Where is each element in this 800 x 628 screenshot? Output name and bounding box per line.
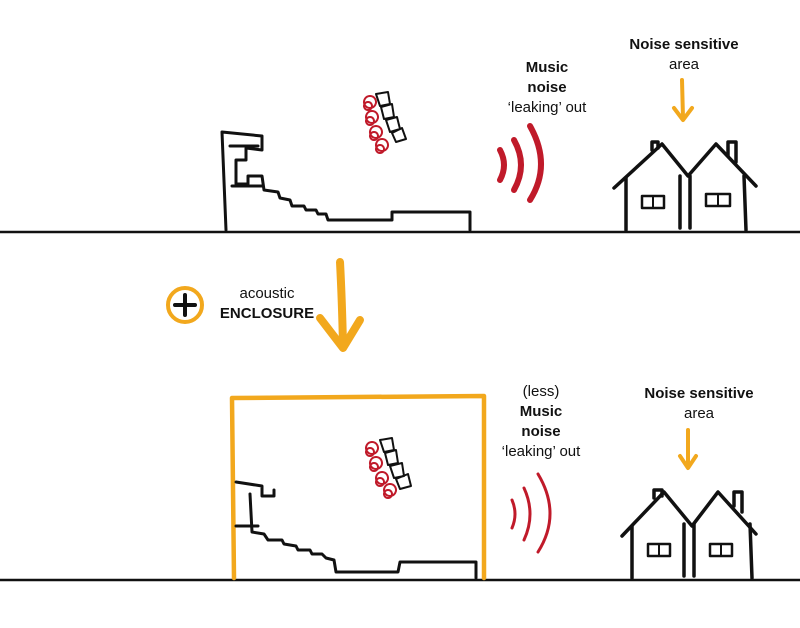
music-noise-label-top: Music noise ‘leaking’ out <box>492 58 602 118</box>
leaking-out-text: ‘leaking’ out <box>507 99 587 116</box>
enclosure-frame <box>229 393 487 581</box>
sound-waves-icon <box>497 123 544 203</box>
houses-icon-bottom <box>620 488 758 580</box>
orange-arrow-icon <box>672 78 694 122</box>
area-text: area <box>668 56 700 73</box>
stage-icon-enclosed <box>234 480 478 580</box>
noise-sensitive-text: Noise sensitive <box>629 36 739 53</box>
orange-arrow-icon-bottom <box>678 428 698 470</box>
noise-sensitive-text: Noise sensitive <box>644 385 754 402</box>
sound-waves-icon-weak <box>510 472 552 554</box>
acoustic-enclosure-label: acoustic ENCLOSURE <box>212 284 322 324</box>
leaking-out-text: ‘leaking’ out <box>501 443 581 460</box>
acoustic-text: acoustic <box>239 285 295 302</box>
music-word: Music <box>525 59 569 76</box>
down-arrow-icon <box>316 258 364 352</box>
noise-word: noise <box>521 423 561 440</box>
houses-icon <box>612 140 758 232</box>
music-word: Music <box>519 403 563 420</box>
stage-icon <box>220 130 472 232</box>
noise-sensitive-label-top: Noise sensitive area <box>624 35 744 75</box>
plus-circle-icon <box>166 286 204 324</box>
music-noise-label-bottom: (less) Music noise ‘leaking’ out <box>486 382 596 462</box>
speaker-array-icon-enclosed <box>365 437 412 499</box>
noise-sensitive-label-bottom: Noise sensitive area <box>636 384 762 424</box>
less-text: (less) <box>522 383 560 400</box>
noise-word: noise <box>527 79 567 96</box>
speaker-array-icon <box>363 91 407 154</box>
area-text: area <box>683 405 715 422</box>
enclosure-text: ENCLOSURE <box>219 305 315 322</box>
